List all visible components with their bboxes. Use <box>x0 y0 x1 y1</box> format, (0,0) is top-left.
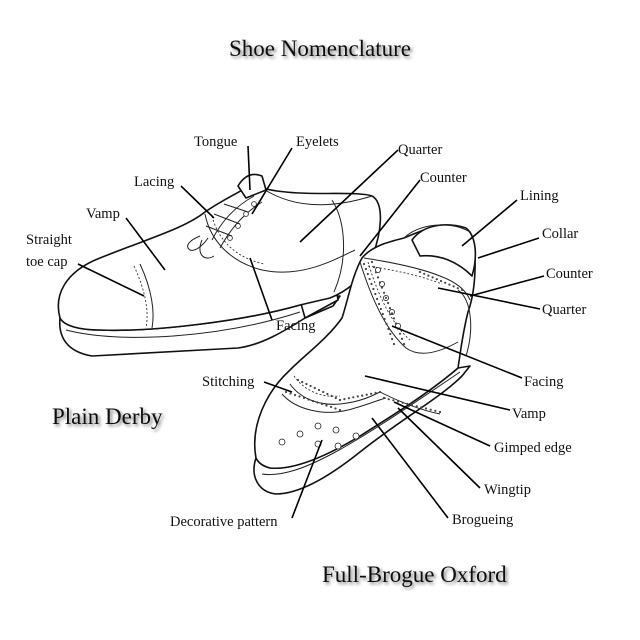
oxford-brogueing <box>284 260 464 414</box>
leader-gimped-edge <box>393 401 491 447</box>
label-tongue: Tongue <box>194 134 237 150</box>
leader-lacing <box>180 185 215 219</box>
label-vamp-oxford: Vamp <box>512 406 546 422</box>
leader-wingtip <box>397 407 481 489</box>
label-vamp-derby: Vamp <box>86 206 120 222</box>
derby-collar <box>261 187 373 206</box>
label-lacing: Lacing <box>134 174 174 190</box>
oxford-gimped-edge <box>281 393 387 413</box>
derby-name: Plain Derby <box>52 404 163 429</box>
leader-facing-oxford <box>391 325 523 379</box>
label-counter-oxford: Counter <box>546 266 593 282</box>
label-straight: Straight <box>26 232 72 248</box>
oxford-facing <box>359 261 459 354</box>
leader-facing-derby <box>249 257 273 321</box>
label-lining: Lining <box>520 188 559 204</box>
label-eyelets: Eyelets <box>296 134 339 150</box>
leader-vamp-oxford <box>364 375 511 411</box>
page-title: Shoe Nomenclature <box>229 36 411 61</box>
oxford-name: Full-Brogue Oxford <box>322 562 507 587</box>
leader-lining <box>461 199 518 247</box>
derby-counter <box>331 199 344 293</box>
leader-vamp-derby <box>125 217 166 271</box>
derby-tongue <box>237 173 267 199</box>
leader-brogueing <box>371 417 449 519</box>
label-wingtip: Wingtip <box>484 482 531 498</box>
leader-eyelets <box>251 147 293 215</box>
label-collar: Collar <box>542 226 578 242</box>
leader-quarter-oxford <box>437 287 541 310</box>
derby-quarter <box>204 213 356 273</box>
leader-counter-derby <box>359 179 421 257</box>
oxford-quarter <box>363 257 471 301</box>
label-counter-derby: Counter <box>420 170 467 186</box>
derby-toe-cap <box>139 263 154 329</box>
leader-counter-oxford <box>469 275 545 297</box>
leader-tongue <box>247 145 251 191</box>
label-facing-oxford: Facing <box>524 374 563 390</box>
label-toe-cap: toe cap <box>26 254 67 270</box>
leader-quarter-derby <box>299 149 399 243</box>
label-quarter-oxford: Quarter <box>542 302 586 318</box>
label-brogueing: Brogueing <box>452 512 513 528</box>
leader-collar <box>477 237 540 259</box>
oxford-collar <box>403 224 471 239</box>
oxford-eyelets <box>374 266 401 329</box>
leader-toe-cap <box>77 263 145 297</box>
label-stitching: Stitching <box>202 374 254 390</box>
label-decorative-pattern: Decorative pattern <box>170 514 278 530</box>
full-brogue-oxford-drawing <box>253 224 477 495</box>
derby-eyelets <box>227 201 257 241</box>
label-quarter-derby: Quarter <box>398 142 442 158</box>
plain-derby-drawing <box>57 173 382 357</box>
label-gimped-edge: Gimped edge <box>494 440 572 456</box>
leader-lines <box>77 145 545 519</box>
oxford-lining <box>411 224 477 277</box>
leader-decorative-pattern <box>291 439 323 519</box>
leader-stitching <box>263 381 293 393</box>
label-facing-derby: Facing <box>276 318 315 334</box>
